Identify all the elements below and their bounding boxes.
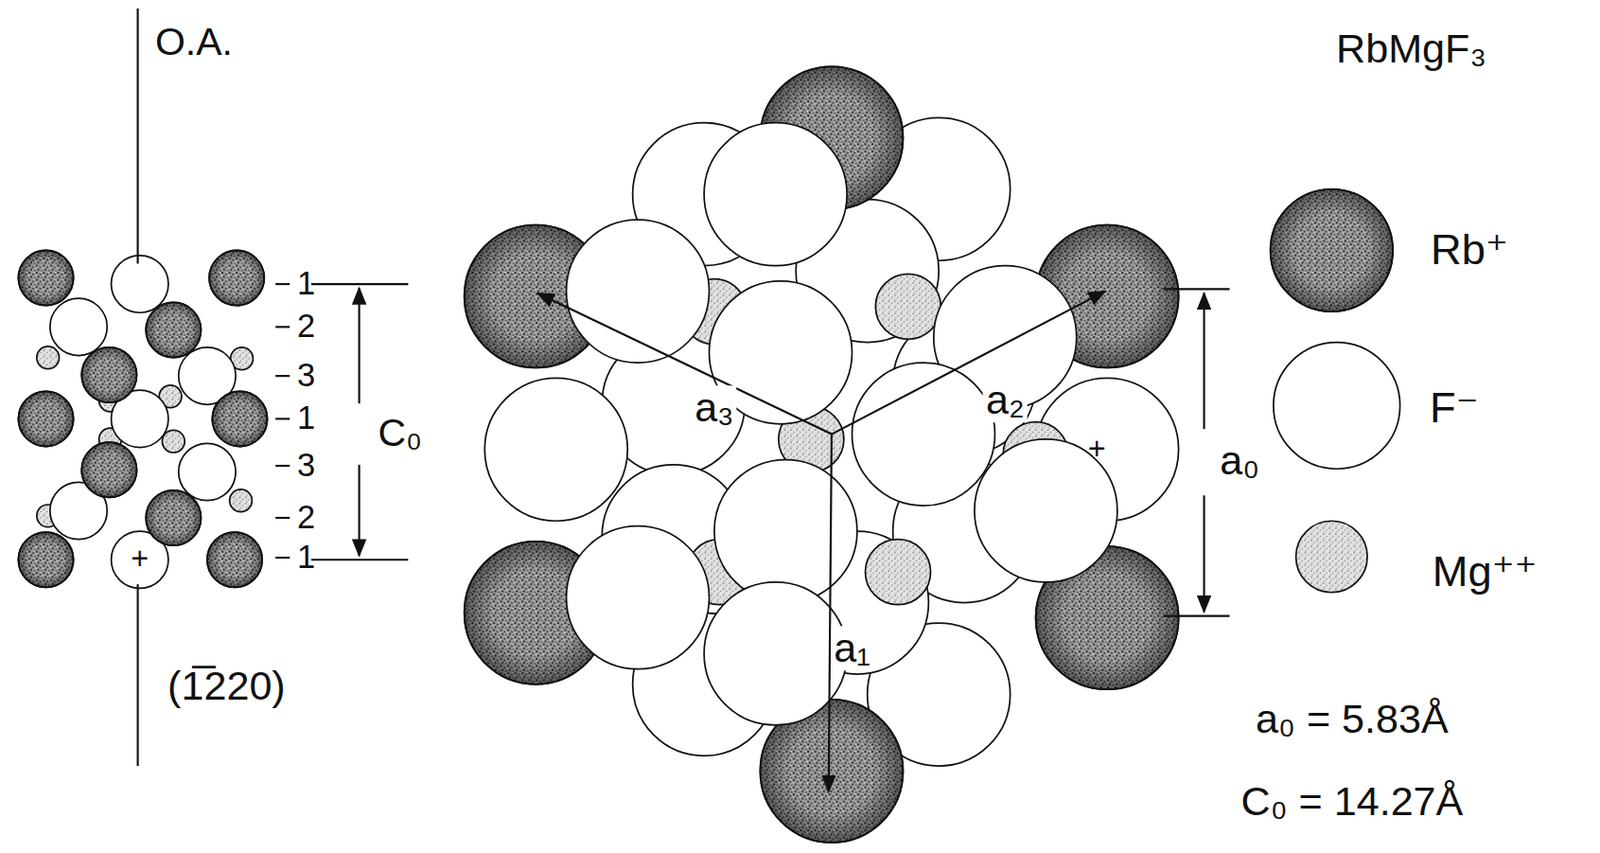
rb-ion-shade bbox=[211, 390, 267, 446]
label: 2 bbox=[297, 308, 316, 345]
axis-a3 bbox=[537, 293, 832, 435]
label: a₃ bbox=[691, 386, 738, 431]
rb-ion bbox=[211, 390, 267, 446]
mg-ion bbox=[1296, 520, 1368, 592]
legend-label: F⁻ bbox=[1429, 384, 1479, 432]
layer-tick bbox=[275, 556, 290, 559]
rb-ion bbox=[17, 249, 73, 305]
rb-ion-shade bbox=[17, 249, 73, 305]
rb-ion bbox=[81, 441, 137, 497]
f-ion bbox=[703, 581, 847, 725]
dimension-line bbox=[358, 287, 361, 404]
dimension-tick bbox=[311, 558, 408, 561]
layer-tick bbox=[275, 325, 290, 328]
f-ion bbox=[852, 362, 996, 506]
mg-ion bbox=[865, 539, 932, 605]
f-ion bbox=[703, 123, 847, 266]
f-ion bbox=[111, 255, 169, 313]
label: a₀ bbox=[1219, 439, 1260, 484]
mg-ion bbox=[229, 489, 253, 512]
optic-axis bbox=[137, 583, 140, 766]
mg-ion bbox=[875, 273, 941, 339]
f-ion bbox=[714, 459, 858, 603]
label: C₀ = 14.27Å bbox=[1241, 778, 1464, 824]
rb-ion-shade bbox=[81, 347, 137, 403]
dimension-tick bbox=[311, 282, 408, 285]
mg-ion bbox=[161, 429, 185, 453]
rb-ion-shade bbox=[207, 531, 263, 587]
layer-tick bbox=[275, 282, 290, 285]
dimension-tick bbox=[1162, 614, 1230, 616]
rb-ion-shade bbox=[1270, 189, 1393, 312]
rb-ion bbox=[17, 390, 73, 446]
rb-ion bbox=[209, 249, 264, 305]
legend-label: Rb⁺ bbox=[1430, 226, 1509, 274]
rb-ion bbox=[1270, 189, 1393, 312]
optic-axis bbox=[137, 8, 140, 264]
label: 1 bbox=[297, 265, 316, 302]
layer-tick bbox=[275, 516, 290, 519]
label: a₀ = 5.83Å bbox=[1255, 697, 1449, 742]
axis-a2 bbox=[831, 291, 1106, 435]
rb-ion-shade bbox=[145, 301, 201, 357]
f-ion bbox=[484, 377, 628, 521]
label: a₁ bbox=[830, 625, 874, 670]
formula-title: RbMgF₃ bbox=[1336, 26, 1487, 71]
rb-ion bbox=[17, 531, 73, 587]
legend-label: Mg⁺⁺ bbox=[1432, 547, 1538, 596]
rb-ion bbox=[81, 347, 137, 403]
rb-ion bbox=[207, 531, 263, 587]
dimension-line bbox=[358, 464, 361, 556]
rb-ion-shade bbox=[145, 490, 201, 546]
dimension-line bbox=[1202, 494, 1205, 612]
rb-ion bbox=[145, 490, 201, 546]
f-ion bbox=[1273, 342, 1401, 470]
label: + bbox=[1088, 432, 1107, 467]
layer-tick bbox=[275, 417, 290, 420]
dimension-tick bbox=[1162, 287, 1230, 290]
label: O.A. bbox=[155, 21, 233, 65]
rb-ion-shade bbox=[17, 390, 73, 446]
label: 2 bbox=[297, 499, 316, 536]
rb-ion-shade bbox=[17, 531, 73, 587]
f-ion bbox=[566, 526, 710, 669]
label: 3 bbox=[297, 357, 316, 394]
layer-tick bbox=[275, 374, 290, 377]
f-ion bbox=[178, 442, 236, 500]
label: + bbox=[130, 542, 149, 577]
f-ion bbox=[50, 298, 107, 355]
label: (1̅220) bbox=[167, 663, 286, 708]
label: 3 bbox=[297, 447, 316, 484]
label: 1 bbox=[297, 539, 316, 576]
layer-tick bbox=[275, 464, 290, 467]
label: C₀ bbox=[377, 412, 422, 456]
dimension-line bbox=[1202, 293, 1205, 429]
label: 1 bbox=[297, 400, 316, 437]
rb-ion-shade bbox=[209, 249, 264, 305]
rb-ion bbox=[145, 301, 201, 357]
rb-ion-shade bbox=[81, 441, 137, 497]
axis-a1 bbox=[828, 434, 832, 792]
label: a₂ bbox=[983, 377, 1028, 422]
mg-ion bbox=[36, 346, 60, 370]
